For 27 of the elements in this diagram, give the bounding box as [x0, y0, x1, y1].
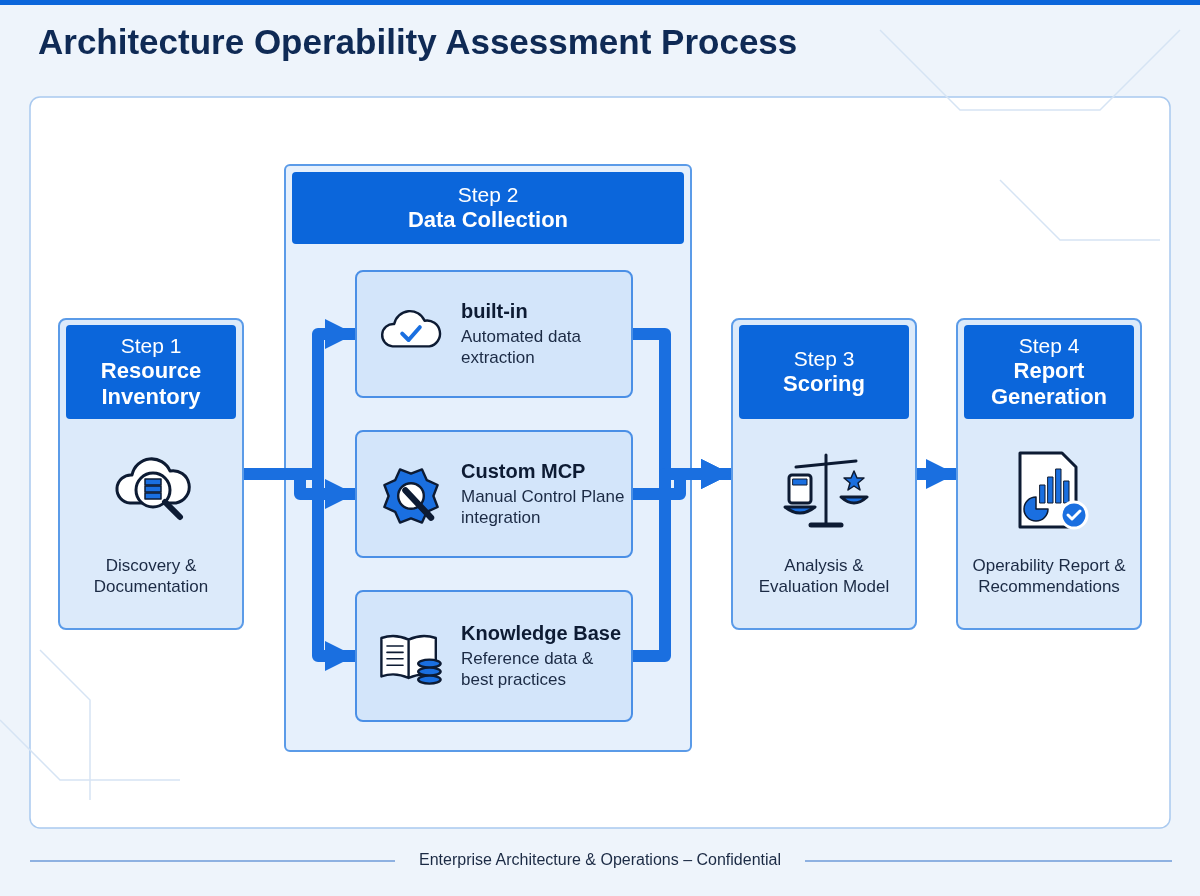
- step-description: Discovery & Documentation: [92, 555, 210, 598]
- process-box: [355, 430, 633, 558]
- box-title: Custom MCP: [461, 459, 587, 482]
- box-title: built-in: [461, 299, 529, 322]
- step-label: Step 3: [792, 346, 856, 371]
- group-panel: [284, 164, 692, 752]
- box-description: Reference data & best practices: [461, 647, 595, 691]
- step-title: Report Generation: [989, 357, 1109, 411]
- title: Architecture Operability Assessment Process: [38, 22, 798, 62]
- step-title: Scoring: [782, 370, 866, 398]
- step-title: Resource Inventory: [99, 357, 203, 411]
- step-description: Analysis & Evaluation Model: [757, 555, 891, 598]
- process-box: [355, 270, 633, 398]
- step-label: Step 4: [1017, 333, 1081, 358]
- step-panel: [956, 318, 1142, 630]
- step-label: Step 1: [119, 333, 183, 358]
- step-title: Data Collection: [406, 206, 570, 234]
- box-title: Knowledge Base: [461, 621, 623, 644]
- box-description: Manual Control Plane integration: [461, 485, 626, 529]
- step-description: Operability Report & Recommendations: [972, 555, 1126, 598]
- step-panel: [731, 318, 917, 630]
- process-box: [355, 590, 633, 722]
- step-label: Step 2: [456, 182, 520, 207]
- flow-arrow: [917, 459, 956, 489]
- step-panel: [58, 318, 244, 630]
- caption: Enterprise Architecture & Operations – Confidential: [418, 851, 782, 869]
- box-description: Automated data extraction: [461, 325, 583, 369]
